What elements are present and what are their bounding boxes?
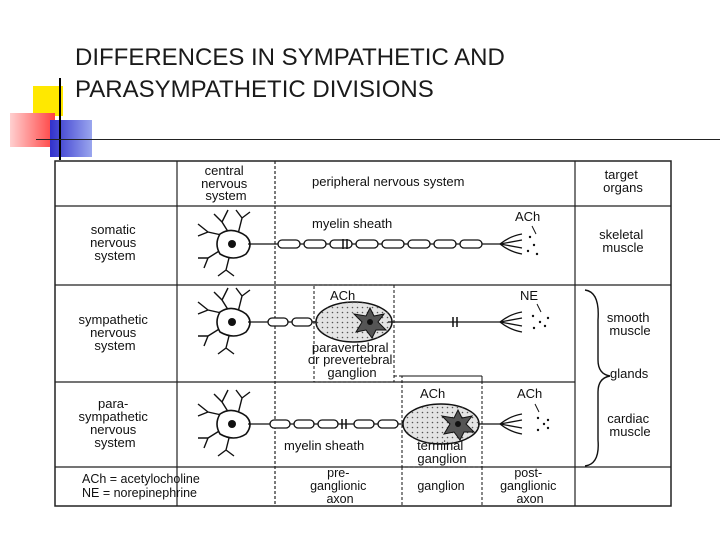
target-skeletal-muscle: skeletal muscle (599, 227, 647, 255)
legend-ach: ACh = acetylocholine (82, 472, 200, 486)
target-cardiac-muscle: cardiac muscle (607, 411, 653, 439)
label-ne-sympathetic: NE (520, 288, 538, 303)
label-myelin-sheath-top: myelin sheath (312, 216, 392, 231)
label-ach-parasympathetic-ganglion: ACh (420, 386, 445, 401)
label-terminal-ganglion: terminal ganglion (417, 438, 467, 466)
header-target: target organs (603, 167, 643, 195)
label-ach-somatic: ACh (515, 209, 540, 224)
label-ach-parasympathetic-target: ACh (517, 386, 542, 401)
row-label-somatic: somatic nervous system (90, 222, 140, 263)
header-cns: central nervous system (201, 163, 251, 203)
header-pns: peripheral nervous system (312, 174, 464, 189)
legend-ne: NE = norepinephrine (82, 486, 197, 500)
target-smooth-muscle: smooth muscle (607, 310, 653, 338)
footer-ganglion: ganglion (417, 479, 464, 493)
label-ach-sympathetic: ACh (330, 288, 355, 303)
target-glands: glands (610, 366, 649, 381)
label-myelin-sheath-bottom: myelin sheath (284, 438, 364, 453)
